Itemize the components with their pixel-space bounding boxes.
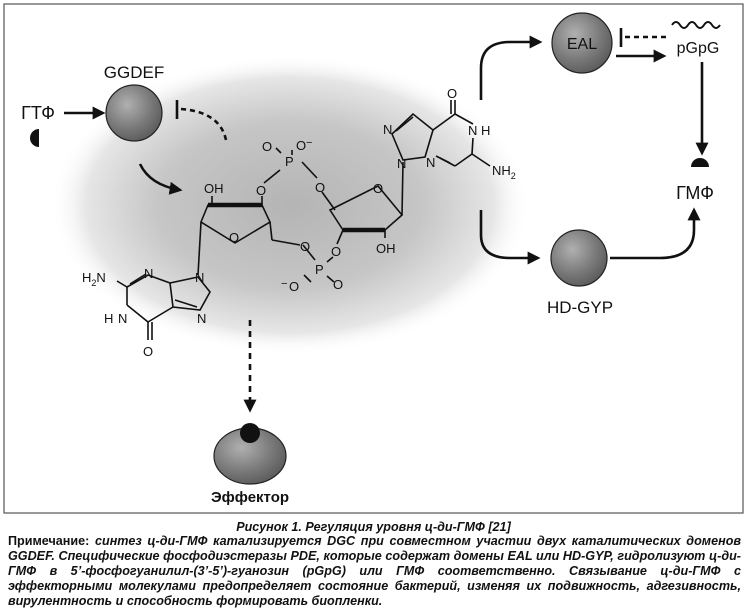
eal-domain <box>551 12 613 74</box>
atom-nh2-top: NH2 <box>492 163 516 181</box>
feedback-inhibition <box>180 107 228 141</box>
effector-ligand-dot <box>240 423 260 443</box>
atom-n-bottom-9: N <box>195 270 204 285</box>
eal-label: EAL <box>567 36 597 53</box>
atom-n-bottom-3: N <box>144 266 153 281</box>
cdigmp-to-hdgyp-arrow <box>479 210 541 265</box>
ggdef-to-cdigmp-arrow <box>138 163 183 195</box>
atom-p-upper: P <box>285 154 294 169</box>
hdgyp-domain <box>550 229 608 287</box>
ggdef-domain <box>105 84 163 142</box>
note-label: Примечание: <box>8 534 90 548</box>
cdigmp-to-eal-arrow <box>479 35 543 100</box>
atom-o-upper-ester: O <box>315 180 325 195</box>
gtp-label: ГТФ <box>21 103 55 123</box>
atom-o-minus-lower: O <box>289 279 299 294</box>
effector-label: Эффектор <box>211 489 289 506</box>
atom-o-lower-ester: O <box>331 244 341 259</box>
atom-n-bottom-7: N <box>197 311 206 326</box>
note-text: синтез ц-ди-ГМФ катализируется DGC при с… <box>8 534 741 608</box>
atom-p-lower: P <box>315 262 324 277</box>
ggdef-label: GGDEF <box>104 63 164 82</box>
cdigmp-molecule <box>116 100 491 340</box>
figure-caption-note: Примечание: синтез ц-ди-ГМФ катализирует… <box>8 534 741 609</box>
figure-frame <box>3 3 744 514</box>
figure-caption-title: Рисунок 1. Регуляция уровня ц-ди-ГМФ [21… <box>236 520 511 534</box>
atom-h-bottom-1: H <box>104 311 113 326</box>
molecule-atom-labels: OH O P O O − O O O P O O − O O OH N N O … <box>82 86 516 359</box>
atom-o-left-ring: O <box>229 230 239 245</box>
atom-o-top-6: O <box>447 86 457 101</box>
atom-minus-upper: − <box>306 137 312 149</box>
atom-n-top-7: N <box>383 122 392 137</box>
atom-o-double-lower: O <box>333 277 343 292</box>
gmp-half-disc <box>691 158 709 167</box>
hdgyp-to-gmp-arrow <box>610 207 701 260</box>
pgpg-wave <box>671 21 721 29</box>
atom-h-top-1: H <box>481 123 490 138</box>
hdgyp-label: HD-GYP <box>547 298 613 317</box>
atom-oh-right: OH <box>376 241 396 256</box>
atom-n-top-3: N <box>426 155 435 170</box>
atom-n-top-9: N <box>397 156 406 171</box>
atom-minus-lower: − <box>281 278 287 290</box>
atom-n-top-1: N <box>468 123 477 138</box>
atom-oh-left: OH <box>204 181 224 196</box>
atom-o-lower-link: O <box>300 239 310 254</box>
gmp-label: ГМФ <box>676 183 714 203</box>
atom-o-right-ring: O <box>373 181 383 196</box>
gtp-half-disc <box>30 129 39 147</box>
atom-o-double-upper: O <box>262 139 272 154</box>
atom-o-bottom-6: O <box>143 344 153 359</box>
pgpg-label: pGpG <box>677 40 720 57</box>
atom-h2n-bottom: H2N <box>82 270 106 288</box>
molecule-halo <box>50 55 530 355</box>
atom-n-bottom-1: N <box>118 311 127 326</box>
atom-o-minus-upper: O <box>296 138 306 153</box>
atom-o-upper-link: O <box>256 183 266 198</box>
